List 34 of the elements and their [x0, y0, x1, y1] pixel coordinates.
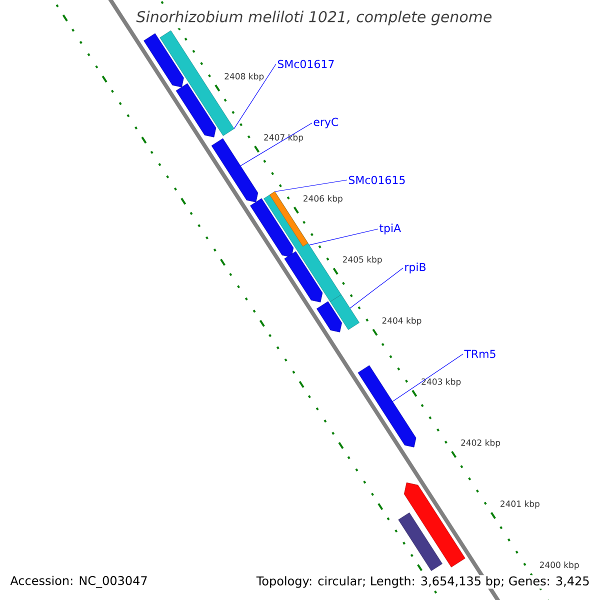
tick-label: 2405 kbp [342, 256, 382, 264]
tick-label: 2406 kbp [304, 195, 342, 204]
leader-line [234, 64, 276, 129]
title: Sinorhizobium meliloti 1021, complete genome [132, 8, 496, 28]
gene-label: rpiB [403, 262, 428, 274]
tick-label: 2408 kbp [224, 72, 264, 82]
leader-line [240, 122, 312, 166]
gene-label: SMc01615 [347, 174, 407, 186]
gene-feature [398, 512, 442, 571]
gene-feature [404, 482, 466, 568]
leader-line [274, 180, 348, 192]
accession-text: Accession: NC_003047 [10, 576, 147, 588]
gene-label: eryC [312, 116, 340, 130]
tick-label: 2407 kbp [264, 134, 304, 142]
gene-feature [176, 83, 216, 138]
genome-info-text: Topology: circular; Length: 3,654,135 bp; Genes: 3,425 [255, 575, 591, 589]
leader-line [392, 354, 464, 402]
tick-label: 2402 kbp [461, 439, 500, 448]
gene-feature [284, 251, 323, 302]
gene-label: SMc01617 [276, 58, 336, 70]
gene-label: TRm5 [463, 348, 498, 360]
gene-feature [144, 33, 184, 88]
tick-label: 2400 kbp [540, 561, 579, 570]
gene-label: tpiA [378, 222, 402, 236]
gene-feature [211, 138, 258, 202]
tick-label: 2404 kbp [382, 317, 422, 326]
gene-feature [316, 301, 342, 332]
gene-feature [250, 198, 294, 258]
tick-label: 2401 kbp [500, 500, 540, 509]
gene-feature [330, 294, 360, 330]
gene-feature [358, 365, 416, 448]
leader-line [308, 228, 378, 246]
tick-label: 2403 kbp [422, 378, 461, 387]
leader-line [350, 268, 404, 309]
